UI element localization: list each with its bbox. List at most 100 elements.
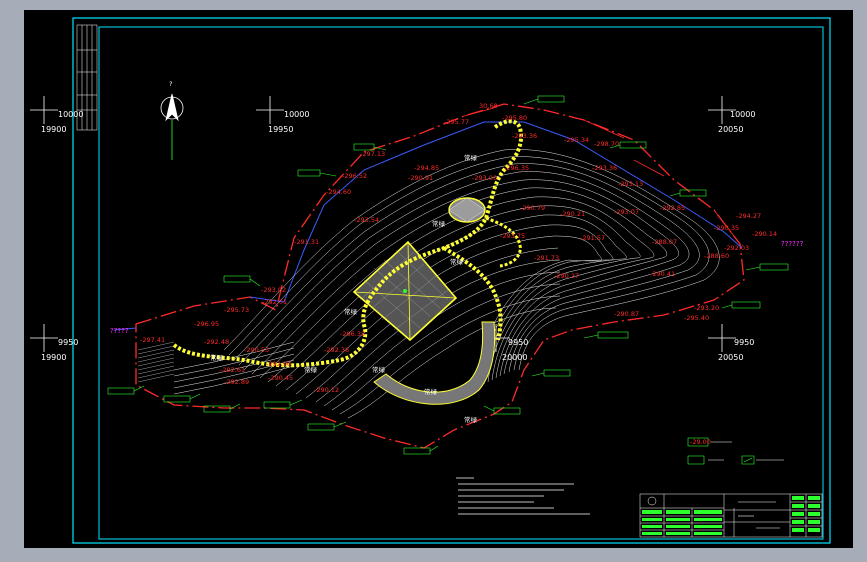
coord-label: 19900 (41, 353, 66, 362)
elevation-label: -295.77 (444, 118, 469, 126)
elevation-label: -290.14 (752, 230, 777, 238)
elevation-label: -294.60 (326, 188, 351, 196)
tree-label: 常绿 (450, 257, 464, 266)
tree-label: 常绿 (424, 387, 438, 396)
drawing-notes (456, 477, 590, 515)
north-arrow-icon (160, 93, 184, 160)
elevation-label: -292.36 (324, 346, 349, 354)
coord-label: 9950 (734, 338, 754, 347)
tree-label: 常绿 (210, 353, 224, 362)
elevation-label: -290.41 (650, 270, 675, 278)
legend: -29.00 (687, 437, 784, 465)
undefined-text-mark: ????? (110, 327, 129, 335)
elevation-label: -293.13 (618, 180, 643, 188)
stair-hatch (137, 341, 175, 383)
elevation-label: -293.02 (261, 286, 286, 294)
title-block-fills (642, 496, 820, 535)
elevation-label: -294.85 (414, 164, 439, 172)
elevation-label: -296.35 (504, 164, 529, 172)
tree-label: 常绿 (304, 365, 318, 374)
elevation-label: -293.54 (354, 216, 379, 224)
elevation-label: -290.27 (554, 272, 579, 280)
coord-label: 20050 (718, 353, 743, 362)
elevation-label: -290.87 (614, 310, 639, 318)
elevation-label: -291.31 (294, 238, 319, 246)
site-boundary (135, 103, 745, 449)
tree-label: 常绿 (372, 365, 386, 374)
coord-label: 20050 (718, 125, 743, 134)
elevation-labels: 30.68 -295.77 -295.80 -293.36 -295.34 -2… (140, 102, 777, 394)
elevation-label: -290.12 (314, 386, 339, 394)
elevation-label: -295.80 (502, 114, 527, 122)
coord-label: 10000 (58, 110, 83, 119)
sheet-inner-border (98, 26, 824, 540)
elevation-label: -295.40 (684, 314, 709, 322)
tree-label: 常绿 (432, 219, 446, 228)
coord-label: 20000 (502, 353, 527, 362)
elevation-label: -294.27 (736, 212, 761, 220)
elevation-label: -297.41 (140, 336, 165, 344)
elevation-label: -290.53 (244, 346, 269, 354)
pavilion-roof (352, 240, 458, 342)
elevation-label: -292.03 (724, 244, 749, 252)
elevation-label: -293.36 (512, 132, 537, 140)
sheet-outer-border (72, 17, 831, 544)
elevation-label: -292.61 (220, 366, 245, 374)
svg-text:-29.00: -29.00 (690, 438, 711, 446)
elevation-label: -290.35 (714, 224, 739, 232)
coord-label: 10000 (730, 110, 755, 119)
elevation-label: -293.00 (472, 174, 497, 182)
tree-label: 常绿 (464, 153, 478, 162)
elevation-label: 30.68 (479, 102, 498, 110)
elevation-label: -293.20 (694, 304, 719, 312)
elevation-label: -288.60 (704, 252, 729, 260)
elevation-label: -298.70 (594, 140, 619, 148)
cad-drawing-viewport[interactable]: 10000 19900 10000 19950 10000 20050 9950… (24, 10, 853, 548)
elevation-label: -296.52 (342, 172, 367, 180)
winding-footpath (485, 216, 522, 268)
elevation-label: -292.90 (266, 360, 291, 368)
road-edge-line (113, 327, 137, 331)
annotation-callouts (107, 95, 789, 455)
road-edge-line (249, 121, 743, 303)
elevation-label: -293.75 (500, 232, 525, 240)
arc-plaza (373, 321, 496, 405)
tree-label: 常绿 (464, 415, 478, 424)
elevation-label: -296.95 (194, 320, 219, 328)
winding-footpath (172, 119, 523, 368)
coord-label: 19950 (268, 125, 293, 134)
undefined-text-mark: ?????? (781, 240, 804, 248)
title-block (639, 493, 823, 538)
elevation-label: -290.21 (560, 210, 585, 218)
title-block-text (738, 501, 780, 529)
elevation-label: -296.35 (340, 330, 365, 338)
coord-label: 19900 (41, 125, 66, 134)
winding-footpath (442, 246, 503, 341)
elevation-label: -292.48 (204, 338, 229, 346)
elevation-label: -292.85 (660, 204, 685, 212)
coordinate-grid-marks (30, 96, 736, 352)
elevation-label: -295.73 (224, 306, 249, 314)
small-pavilion (448, 197, 486, 223)
coord-label: 10000 (284, 110, 309, 119)
elevation-label: -291.73 (534, 254, 559, 262)
elevation-label: -290.45 (268, 374, 293, 382)
elevation-label: -293.07 (614, 208, 639, 216)
coord-label: 9950 (58, 338, 78, 347)
north-label: ? (169, 80, 172, 88)
elevation-label: -290.79 (520, 204, 545, 212)
left-title-strip (76, 24, 98, 131)
contour-lines (173, 149, 720, 419)
survey-leaders (463, 107, 741, 245)
elevation-label: -290.91 (408, 174, 433, 182)
elevation-label: -288.07 (652, 238, 677, 246)
elevation-label: -297.13 (360, 150, 385, 158)
elevation-label: -292.89 (224, 378, 249, 386)
site-plan-drawing: 10000 19900 10000 19950 10000 20050 9950… (30, 17, 831, 544)
elevation-label: -291.57 (580, 234, 605, 242)
elevation-label: -295.34 (564, 136, 589, 144)
elevation-label: -293.36 (592, 164, 617, 172)
elevation-label: -292.01 (262, 298, 287, 306)
tree-label: 常绿 (344, 307, 358, 316)
planting-labels: 常绿 常绿 常绿 常绿 常绿 常绿 常绿 常绿 常绿 (210, 153, 478, 424)
